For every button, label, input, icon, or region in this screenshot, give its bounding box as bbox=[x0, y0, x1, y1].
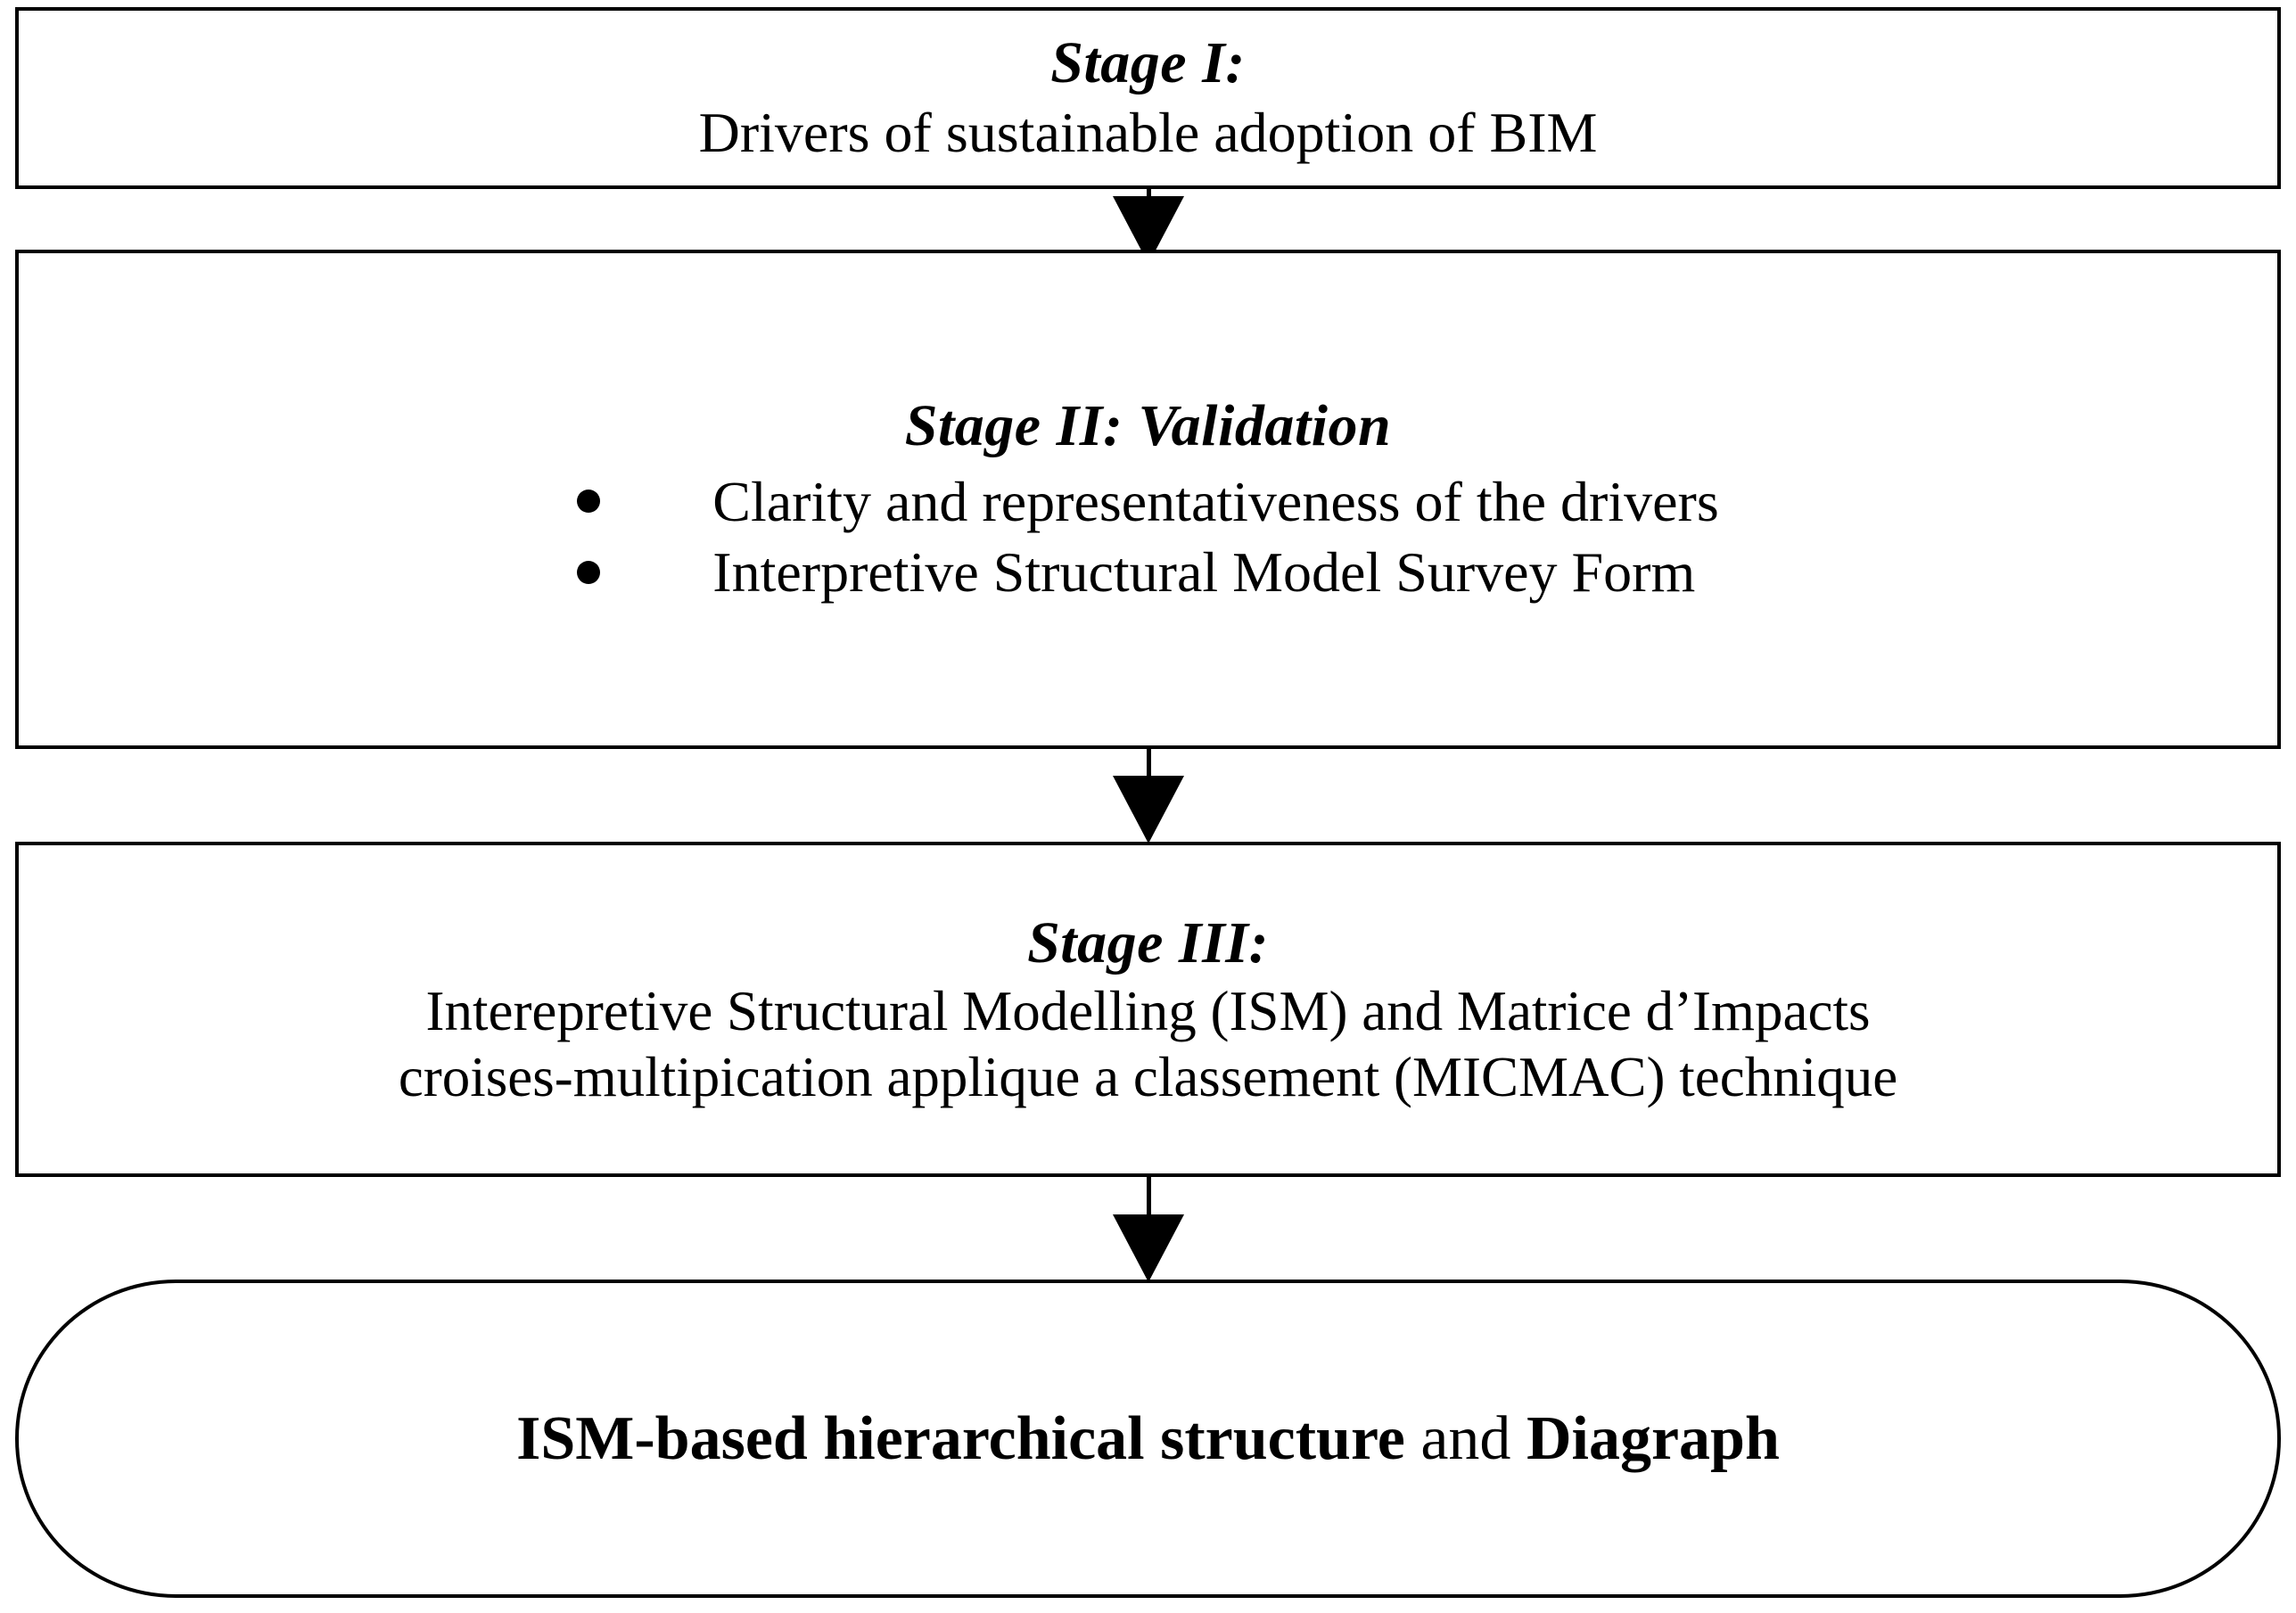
outcome-label: ISM-based hierarchical structure and Dia… bbox=[516, 1402, 1780, 1477]
bullet-dot-icon bbox=[577, 560, 601, 584]
stage-2-bullet-1-label: Clarity and representativeness of the dr… bbox=[712, 469, 1719, 533]
arrow-head bbox=[1113, 776, 1184, 844]
list-item: Clarity and representativeness of the dr… bbox=[577, 466, 1719, 537]
stage-3-box: Stage III: Interepretive Structural Mode… bbox=[15, 842, 2281, 1177]
stage-3-line-1: Interepretive Structural Modelling (ISM)… bbox=[425, 979, 1871, 1042]
bullet-dot-icon bbox=[577, 490, 601, 514]
stage-1-line-1: Drivers of sustainable adoption of BIM bbox=[698, 100, 1598, 164]
stage-1-box: Stage I: Drivers of sustainable adoption… bbox=[15, 7, 2281, 189]
stage-2-box: Stage II: Validation Clarity and represe… bbox=[15, 250, 2281, 749]
outcome-box: ISM-based hierarchical structure and Dia… bbox=[15, 1280, 2281, 1598]
list-item: Interpretive Structural Model Survey For… bbox=[577, 537, 1719, 607]
arrow-stage1-to-stage2 bbox=[1113, 189, 1184, 264]
stage-3-line-2: croises-multipication applique a classem… bbox=[398, 1045, 1898, 1108]
stage-1-title: Stage I: bbox=[1050, 30, 1246, 96]
outcome-bold-tail: Diagraph bbox=[1526, 1403, 1780, 1473]
stage-2-title: Stage II: Validation bbox=[904, 392, 1392, 458]
arrow-shaft bbox=[1147, 1177, 1151, 1239]
stage-2-bullet-2-label: Interpretive Structural Model Survey For… bbox=[712, 539, 1696, 604]
arrow-head bbox=[1113, 1214, 1184, 1282]
outcome-conjunction: and bbox=[1404, 1403, 1527, 1473]
arrow-stage3-to-outcome bbox=[1113, 1177, 1184, 1282]
stage-3-title: Stage III: bbox=[1027, 909, 1269, 975]
stage-2-bullet-list: Clarity and representativeness of the dr… bbox=[577, 466, 1719, 608]
outcome-bold-lead: ISM-based hierarchical structure bbox=[516, 1403, 1405, 1473]
arrow-stage2-to-stage3 bbox=[1113, 749, 1184, 844]
